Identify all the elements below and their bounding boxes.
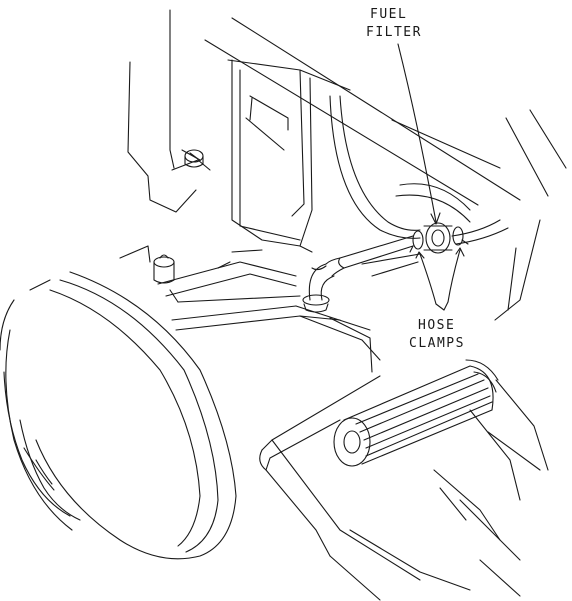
leader-lines: [397, 43, 465, 311]
hose-elbow: [302, 263, 335, 313]
hose-clamps-label-line-1: HOSE: [418, 318, 456, 333]
hose-clamps-label-line-2: CLAMPS: [409, 336, 465, 351]
fuel-filter: [423, 222, 453, 254]
fuel-filter-label-line-1: FUEL: [370, 7, 408, 22]
wheel: [0, 271, 237, 560]
hose-clamp-left: [409, 230, 424, 253]
hose-clamp-right: [452, 226, 469, 246]
frame-post: [153, 254, 175, 284]
fuel-filter-label-line-2: FILTER: [366, 25, 422, 40]
pedal-arm: [259, 359, 549, 601]
engine-bolt: [184, 149, 204, 168]
fuel-tank: [329, 95, 509, 245]
engine-housing: [119, 9, 567, 321]
fuel-hose: [325, 235, 414, 277]
pedal-pad: [333, 365, 494, 467]
frame-rails: [157, 249, 421, 373]
